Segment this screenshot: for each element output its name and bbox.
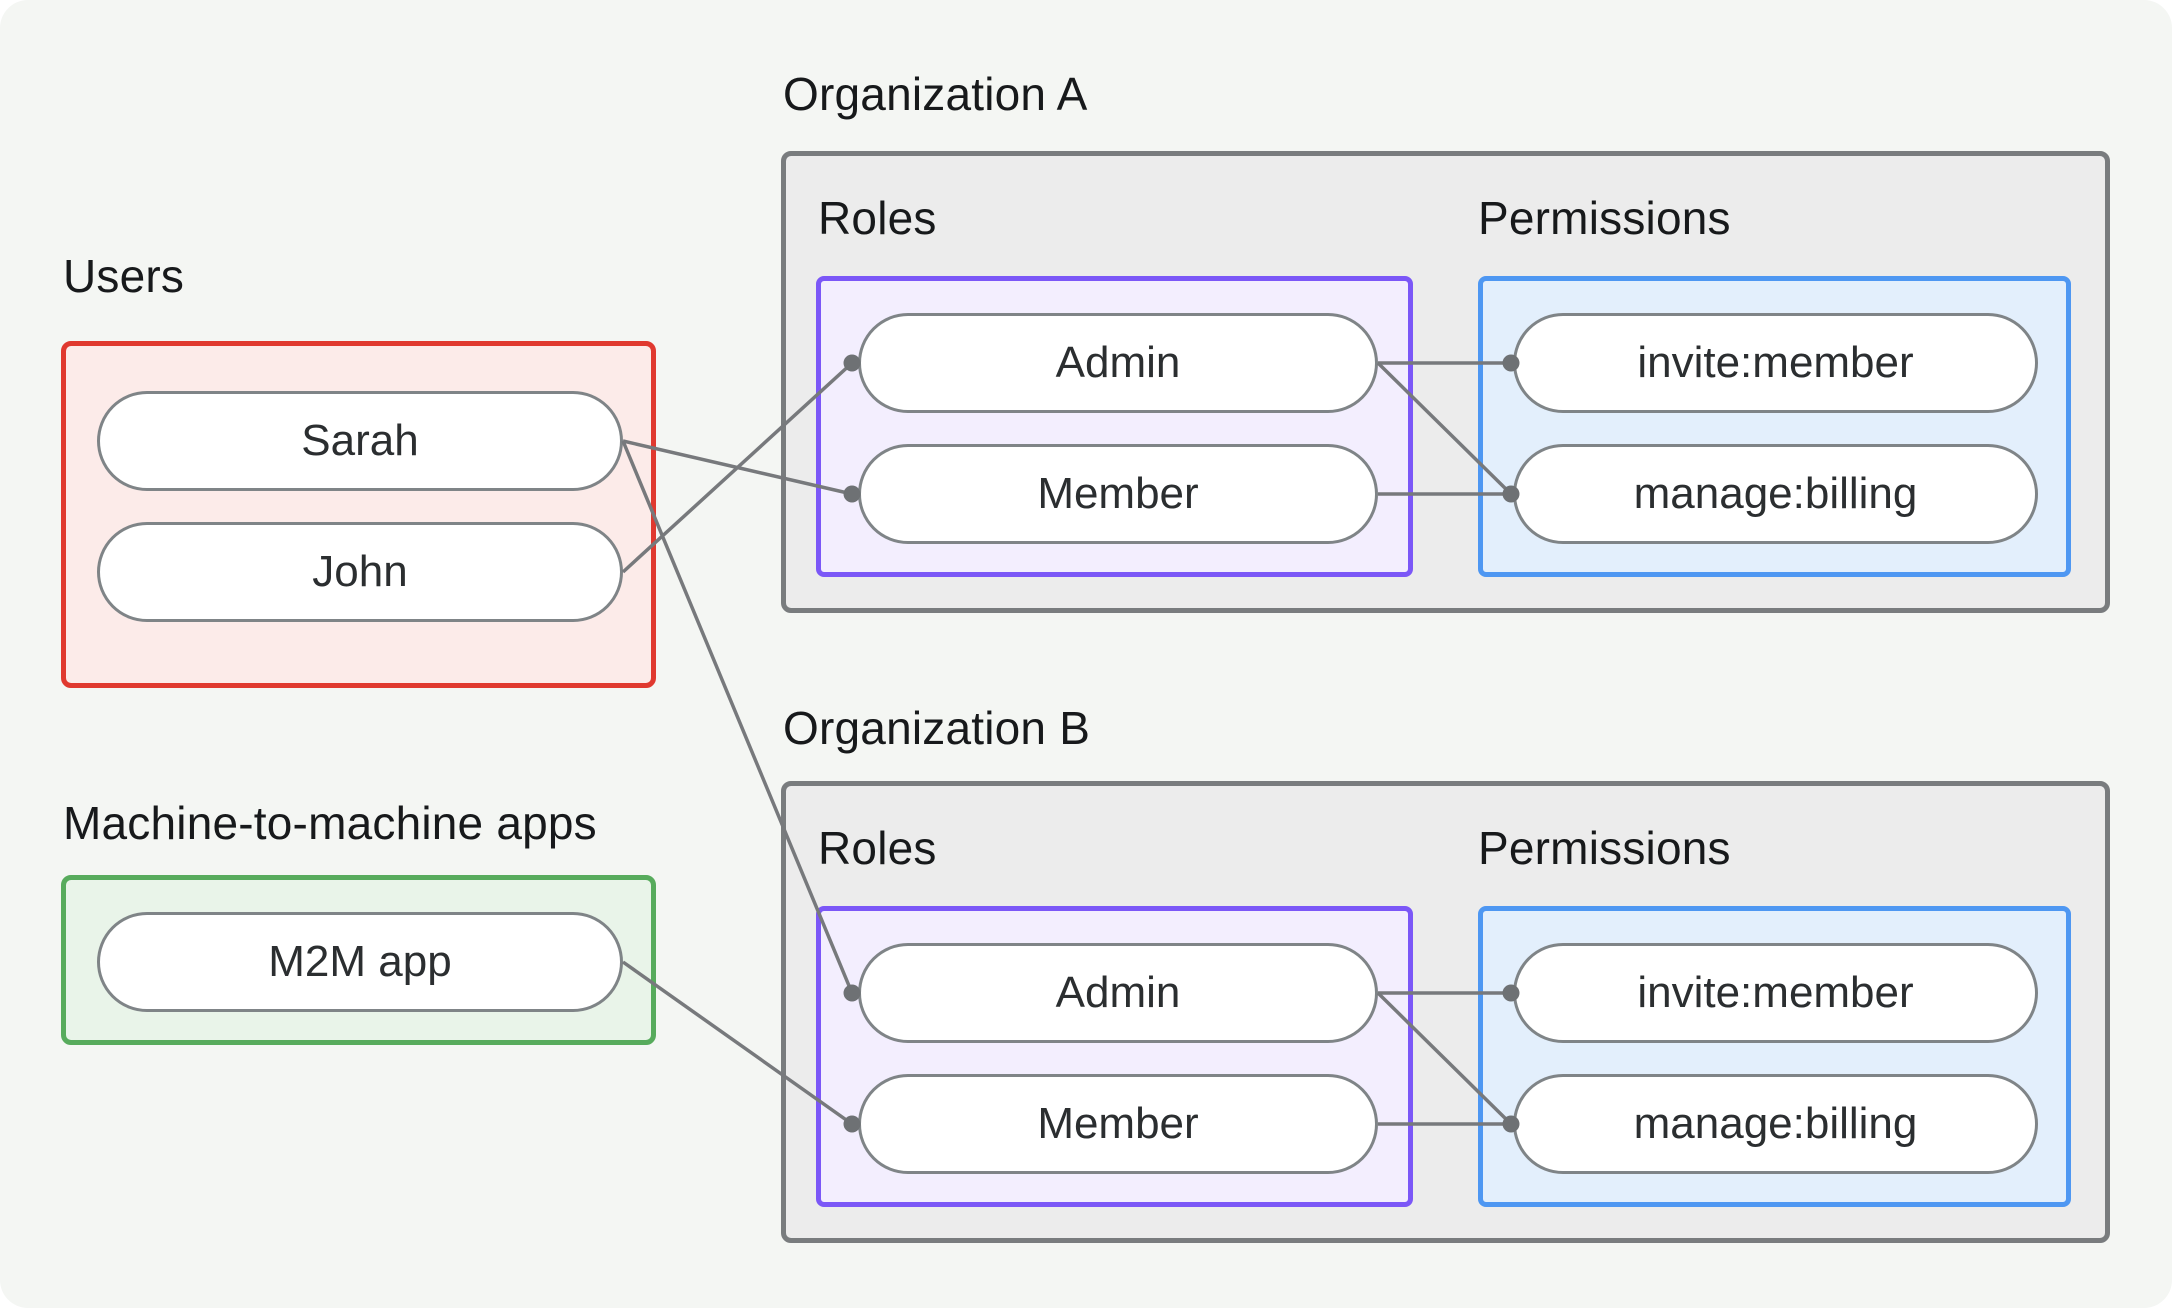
users-label: Users xyxy=(63,250,185,302)
org-b-roles-label: Roles xyxy=(818,822,937,874)
org-a-roles-label: Roles xyxy=(818,192,937,244)
org-b-permission-pill-invite-member: invite:member xyxy=(1513,943,2038,1043)
org-a-permission-pill-invite-member: invite:member xyxy=(1513,313,2038,413)
m2m-pill-app: M2M app xyxy=(97,912,623,1012)
org-a-permission-pill-manage-billing: manage:billing xyxy=(1513,444,2038,544)
org-b-role-pill-member: Member xyxy=(858,1074,1378,1174)
org-b-permissions-label: Permissions xyxy=(1478,822,1731,874)
org-b-permission-pill-manage-billing: manage:billing xyxy=(1513,1074,2038,1174)
org-a-role-pill-member: Member xyxy=(858,444,1378,544)
org-b-label: Organization B xyxy=(783,702,1091,754)
org-b-role-pill-admin: Admin xyxy=(858,943,1378,1043)
user-pill-sarah: Sarah xyxy=(97,391,623,491)
org-a-label: Organization A xyxy=(783,68,1088,120)
user-pill-john: John xyxy=(97,522,623,622)
org-a-permissions-label: Permissions xyxy=(1478,192,1731,244)
org-a-role-pill-admin: Admin xyxy=(858,313,1378,413)
m2m-label: Machine-to-machine apps xyxy=(63,797,597,849)
